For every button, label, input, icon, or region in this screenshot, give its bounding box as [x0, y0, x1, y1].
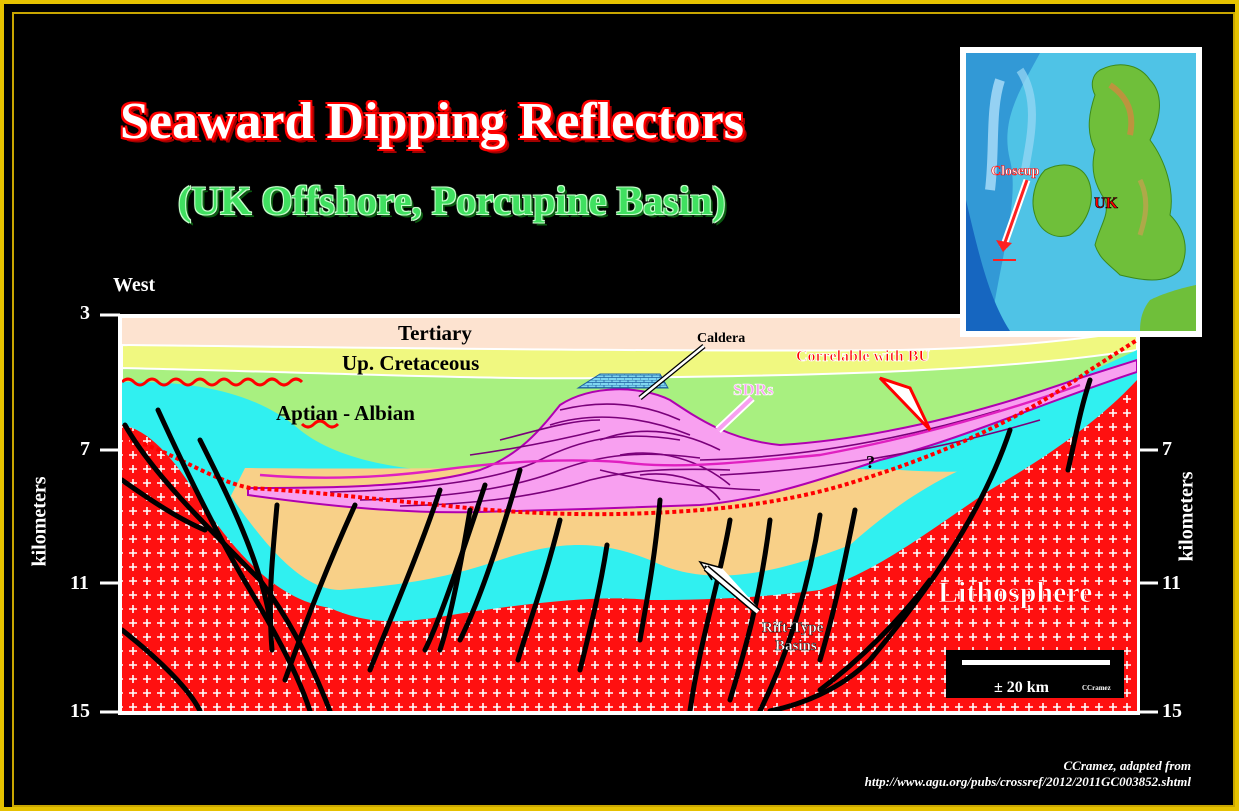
rift-arrow — [704, 566, 760, 614]
sdrs-arrow — [716, 396, 754, 432]
scale-bar-signature: CCramez — [1082, 684, 1111, 692]
label-up-cretaceous: Up. Cretaceous — [342, 351, 479, 375]
section-layers — [122, 318, 1137, 711]
left-tick-15: 15 — [70, 700, 90, 722]
right-tick-7: 7 — [1162, 438, 1172, 460]
great-britain-shape — [1088, 64, 1186, 281]
slide-subtitle: (UK Offshore, Porcupine Basin) — [178, 178, 726, 223]
label-lithosphere: Lithosphere — [938, 576, 1092, 609]
correlable-arrow — [878, 376, 932, 432]
credit-line1: CCramez, adapted from — [1063, 758, 1191, 773]
map-closeup-label: Closeup — [991, 164, 1039, 179]
ireland-shape — [1032, 164, 1092, 237]
label-rift-line1: Rift-Type — [762, 620, 824, 636]
inset-map: Closeup UK — [960, 47, 1202, 337]
label-rift-line2: Basins — [775, 638, 817, 654]
direction-label-west: West — [113, 274, 156, 296]
right-tick-11: 11 — [1162, 572, 1181, 594]
upper-unconformity — [122, 377, 340, 429]
label-correlable: Correlable with BU — [796, 348, 930, 365]
label-sdrs: SDRs — [733, 380, 774, 399]
axis-ticks — [100, 313, 1158, 714]
right-tick-15: 15 — [1162, 700, 1182, 722]
faults — [122, 377, 1093, 711]
caldera-block — [576, 373, 669, 389]
credit-line2[interactable]: http://www.agu.org/pubs/crossref/2012/20… — [864, 774, 1191, 789]
scale-bar-label: ± 20 km — [994, 679, 1050, 696]
label-tertiary: Tertiary — [398, 321, 472, 345]
scale-bar-box — [946, 650, 1124, 698]
lithosphere-layer — [122, 380, 1137, 711]
left-tick-7: 7 — [80, 438, 90, 460]
sdr-reflectors — [329, 403, 1041, 507]
sdr-base-line — [259, 383, 1081, 479]
label-question: ? — [866, 452, 875, 472]
caldera-arrow — [639, 345, 705, 399]
label-caldera: Caldera — [697, 331, 745, 346]
left-tick-3: 3 — [80, 302, 90, 324]
map-uk-label: UK — [1094, 195, 1119, 212]
slide-title: Seaward Dipping Reflectors — [120, 93, 744, 150]
scale-bar-line — [962, 660, 1110, 665]
france-shape — [1140, 285, 1196, 331]
label-aptian-albian: Aptian - Albian — [276, 401, 415, 425]
left-tick-11: 11 — [70, 572, 89, 594]
sdr-body — [247, 358, 1137, 514]
base-unconformity — [129, 338, 1137, 517]
